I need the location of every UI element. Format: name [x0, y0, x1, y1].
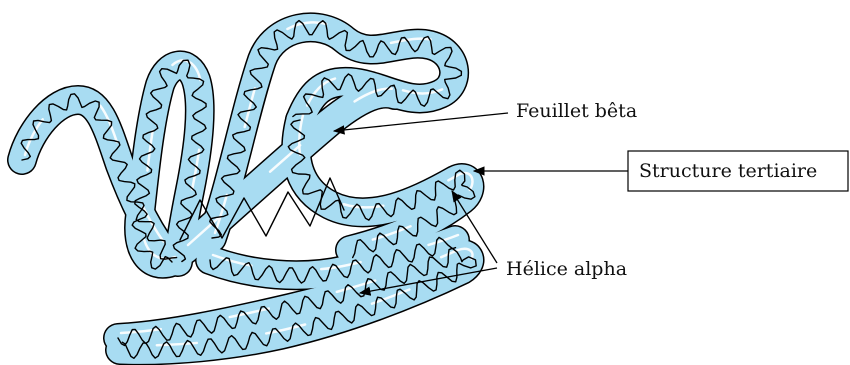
- alpha-helix-label: Hélice alpha: [506, 258, 627, 280]
- beta-sheet-label: Feuillet bêta: [516, 100, 637, 122]
- folded-protein-ribbon: [22, 22, 472, 350]
- tertiary-structure-label: Structure tertiaire: [639, 160, 817, 182]
